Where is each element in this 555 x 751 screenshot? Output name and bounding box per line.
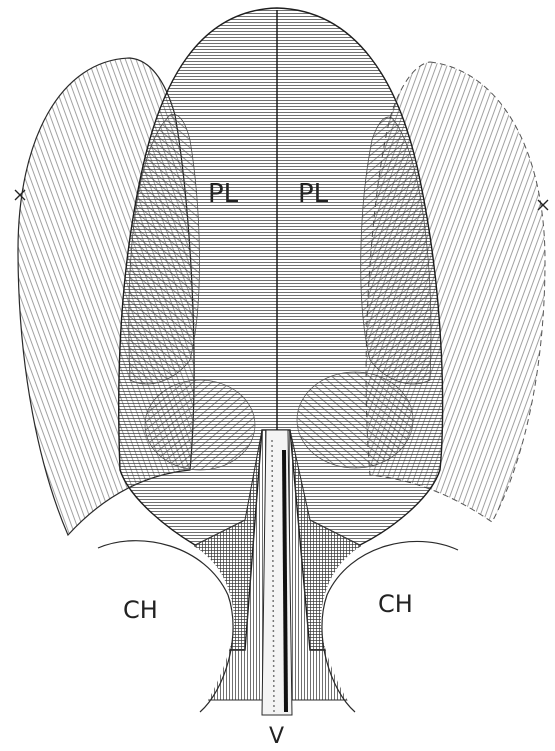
label-v: V (269, 724, 284, 749)
label-ch-right: CH (378, 590, 413, 618)
right-lower-swirl (297, 372, 413, 468)
ventricle-dark-band (284, 450, 286, 712)
right-ch-cavity (321, 536, 480, 715)
label-pl-right: PL (298, 179, 329, 209)
label-ch-left: CH (123, 596, 158, 624)
label-pl-left: PL (208, 179, 239, 209)
left-lower-swirl (145, 380, 255, 470)
left-ch-cavity (75, 536, 234, 715)
